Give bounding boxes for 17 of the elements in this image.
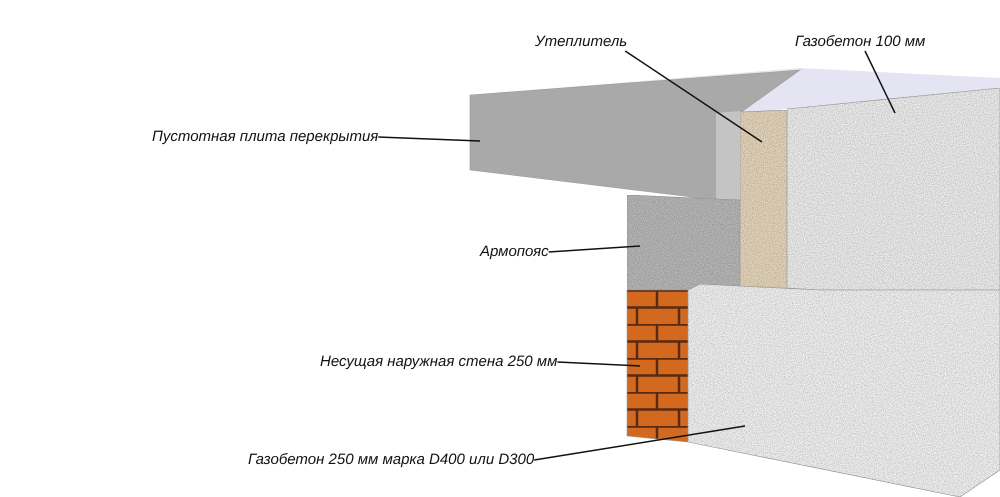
part-label: Армопояс	[480, 243, 549, 261]
leader-line	[864, 50, 896, 114]
ring-beam-drawing	[626, 194, 740, 290]
leader-line	[557, 361, 640, 367]
floor-slab-drawing	[470, 70, 802, 200]
part-label: Газобетон 100 мм	[795, 33, 926, 51]
leader-line	[548, 245, 640, 253]
part-label: Газобетон 250 мм марка D400 или D300	[248, 451, 534, 469]
brick-wall-drawing	[626, 290, 688, 442]
leader-line	[624, 50, 762, 143]
aerated-concrete-wall-drawing	[688, 284, 1000, 497]
insulation-layer-drawing	[740, 110, 788, 290]
part-label: Утеплитель	[535, 33, 628, 51]
part-label: Несущая наружная стена 250 мм	[320, 353, 558, 371]
aerated-concrete-block-drawing	[786, 88, 1000, 290]
part-label: Пустотная плита перекрытия	[152, 128, 378, 146]
leader-line	[378, 136, 480, 142]
